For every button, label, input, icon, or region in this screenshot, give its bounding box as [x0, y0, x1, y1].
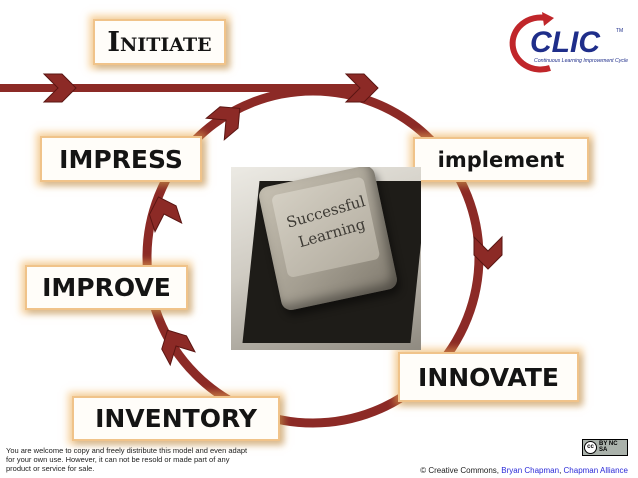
license-note: You are welcome to copy and freely distr…	[6, 446, 256, 473]
key-label: Successful Learning	[279, 189, 378, 256]
lower-left-arrow-icon	[161, 329, 196, 367]
license-line-1: You are welcome to copy and freely distr…	[6, 446, 248, 455]
center-keyboard-photo: Successful Learning	[231, 167, 421, 350]
logo-title: CLIC	[530, 26, 601, 59]
clic-logo: CLIC TM Continuous Learning Improvement …	[509, 12, 628, 73]
author-link[interactable]: Bryan Chapman	[501, 466, 560, 475]
top-arrow-icon	[344, 73, 379, 103]
logo-swoosh-icon	[509, 14, 551, 73]
credits-separator: ,	[559, 466, 564, 475]
key-top: Successful Learning	[271, 176, 381, 279]
stage-initiate: Initiate	[93, 19, 226, 65]
cc-terms-label: BY NC SA	[599, 441, 618, 453]
stage-innovate: INNOVATE	[398, 352, 579, 402]
upper-left-arrow-icon	[205, 106, 241, 141]
right-arrow-icon	[473, 235, 503, 270]
credits: © Creative Commons, Bryan Chapman, Chapm…	[420, 466, 628, 475]
logo-tm: TM	[616, 28, 623, 34]
org-link[interactable]: Chapman Alliance	[563, 466, 628, 475]
creative-commons-badge[interactable]: cc BY NC SA	[582, 439, 628, 456]
license-line-3: product or service for sale.	[6, 464, 95, 473]
entry-arrow-icon	[42, 73, 77, 103]
credits-prefix: © Creative Commons,	[420, 466, 502, 475]
stage-inventory: INVENTORY	[72, 396, 280, 441]
license-line-2: for your own use. However, it can not be…	[6, 455, 230, 464]
keyboard-key: Successful Learning	[257, 167, 399, 312]
stage-improve: IMPROVE	[25, 265, 188, 310]
stage-implement: implement	[413, 137, 589, 182]
cc-icon: cc	[584, 441, 597, 454]
logo-arrow-icon	[542, 12, 554, 26]
stage-impress: IMPRESS	[40, 136, 202, 182]
logo-subtitle: Continuous Learning Improvement Cycle	[534, 58, 628, 64]
left-arrow-icon	[148, 196, 183, 233]
